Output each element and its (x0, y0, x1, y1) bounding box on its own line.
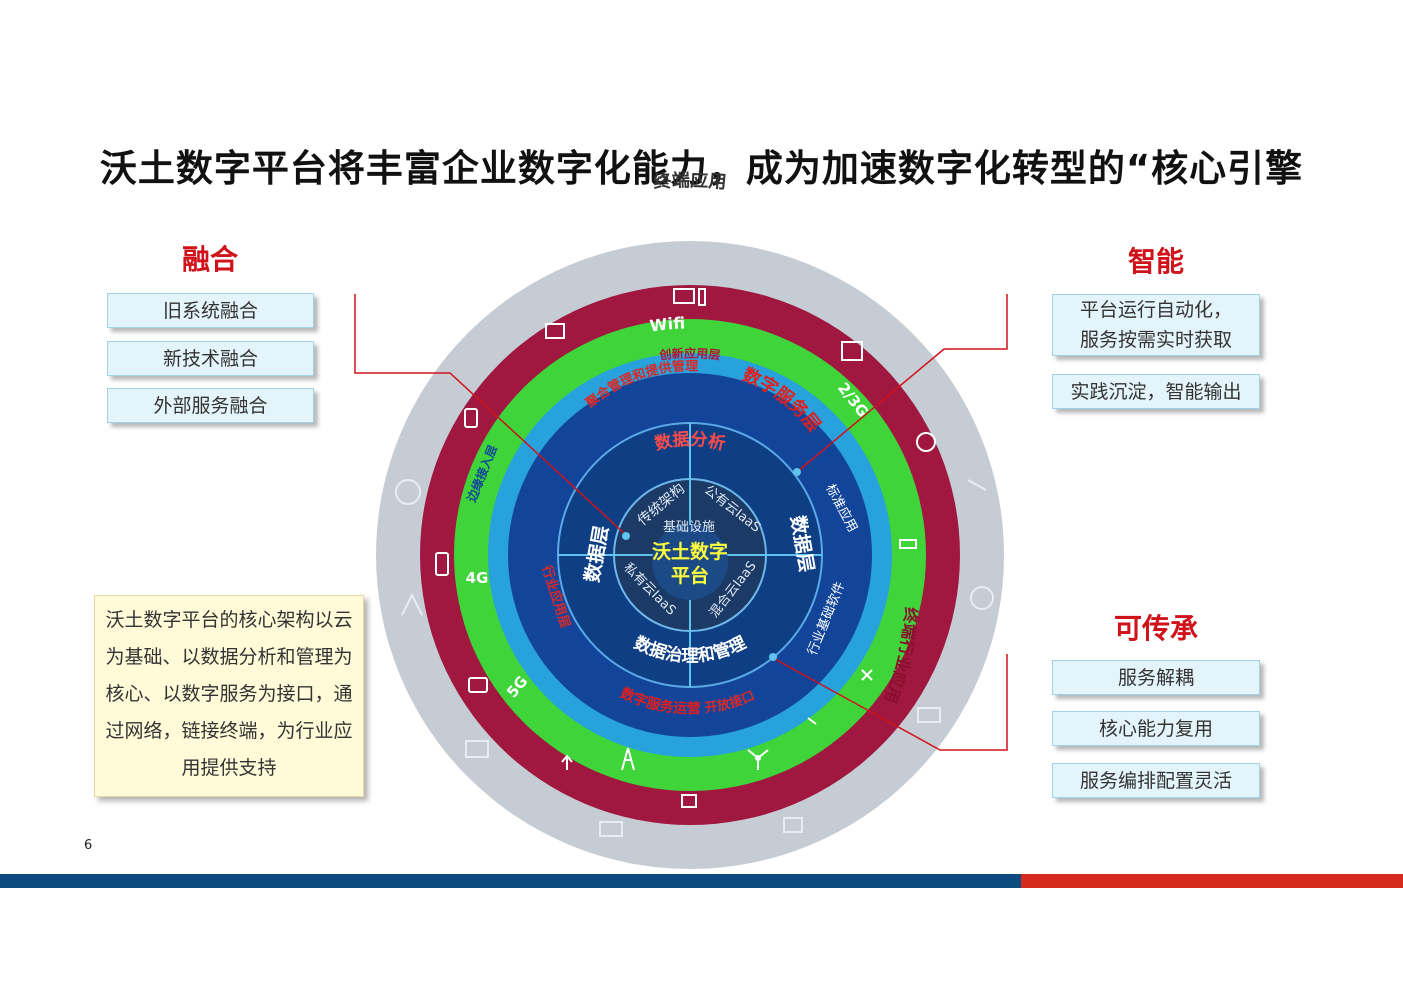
industry-icon (807, 717, 817, 725)
fusion-item: 新技术融合 (107, 341, 314, 376)
intelligence-item: 平台运行自动化， 服务按需实时获取 (1052, 294, 1260, 356)
center-label-line2: 平台 (671, 564, 709, 587)
page-number: 6 (84, 838, 93, 853)
page-title: 沃土数字平台将丰富企业数字化能力，成为加速数字化转型的“核心引擎 (99, 147, 1304, 190)
connector-dot (769, 653, 777, 661)
connector-dot (622, 532, 630, 540)
tower-icon (621, 747, 635, 771)
router-icon (899, 539, 917, 549)
inheritable-item: 服务解耦 (1052, 660, 1260, 695)
crane-icon (401, 592, 423, 616)
innovation-label: 创新应用层 (658, 345, 722, 362)
plug-icon (681, 794, 697, 808)
intelligence-item: 实践沉淀，智能输出 (1052, 374, 1260, 409)
globe-icon (395, 479, 421, 505)
webcam-icon (916, 432, 936, 452)
connector-dot (793, 468, 801, 476)
fusion-item: 旧系统融合 (107, 293, 314, 328)
phone-icon (464, 408, 478, 428)
inheritable-item: 服务编排配置灵活 (1052, 763, 1260, 798)
cart-icon (783, 817, 803, 833)
mobile-icon (435, 552, 449, 576)
factory-icon (465, 740, 489, 758)
footer-bar-red (1021, 874, 1403, 888)
server-tower-icon (698, 288, 706, 306)
desktop-icon (673, 288, 695, 304)
section-heading-intelligence: 智能 (1127, 245, 1184, 278)
wifi-label: Wifi (649, 313, 686, 335)
bluetooth-icon (861, 669, 873, 681)
laptop-icon (545, 323, 565, 339)
section-heading-inheritable: 可传承 (1113, 612, 1198, 645)
truck-icon (917, 707, 941, 723)
network-node-icon (747, 749, 769, 770)
screen-icon (599, 821, 623, 837)
architecture-note: 沃土数字平台的核心架构以云为基础、以数据分析和管理为核心、以数字服务为接口，通过… (94, 595, 364, 797)
center-label-line1: 沃土数字 (652, 540, 728, 563)
fusion-item: 外部服务融合 (107, 388, 314, 423)
network-4g-label: 4G (466, 569, 489, 587)
center-core (652, 524, 728, 600)
connector-intelligence (796, 294, 1008, 473)
stethoscope-icon (967, 479, 987, 491)
infra-base-label: 基础设施 (663, 520, 715, 535)
connector-inheritable (772, 654, 1008, 751)
inheritable-item: 核心能力复用 (1052, 711, 1260, 746)
connector-fusion (354, 294, 627, 536)
section-heading-fusion: 融合 (181, 243, 238, 276)
usb-icon (561, 754, 573, 770)
terminal-ring-label: 终端应用 (652, 169, 727, 193)
tablet-icon (468, 677, 488, 693)
footer-bar-blue (0, 874, 1021, 888)
storage-icon (841, 341, 863, 361)
currency-icon (970, 586, 994, 610)
